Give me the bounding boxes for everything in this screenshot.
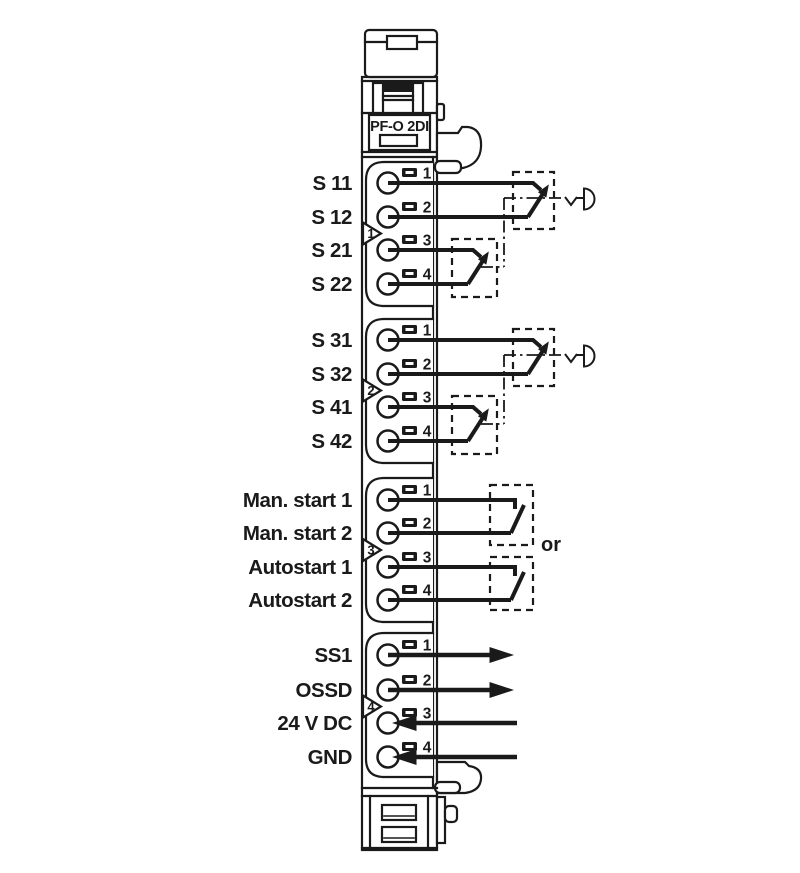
terminal-number: 2 [423, 357, 432, 374]
terminal-group-4: 4 1 SS1 2 OSSD 3 24 V DC 4 GND [277, 631, 435, 779]
terminal-opening [376, 711, 400, 735]
terminal-number: 2 [423, 200, 432, 217]
terminal-row: 4 Autostart 2 [248, 583, 432, 613]
terminal-label: S 21 [311, 239, 352, 262]
terminal-number: 3 [423, 390, 432, 407]
contact-blade [509, 571, 526, 601]
start-circuit: or [388, 483, 561, 612]
contact-blade [509, 504, 526, 534]
terminal-number: 3 [423, 706, 432, 723]
contact-blade [466, 251, 489, 286]
terminal-number: 1 [423, 638, 432, 655]
terminal-label: S 32 [311, 363, 352, 386]
contact-enclosure [511, 327, 556, 388]
terminal-label: S 42 [311, 430, 352, 453]
module-label: PF-O 2DI [370, 119, 429, 135]
terminal-label: SS1 [314, 644, 352, 667]
terminal-label: S 41 [311, 396, 352, 419]
din-rail-clip [363, 28, 439, 79]
terminal-number: 4 [423, 424, 432, 441]
terminal-label: S 22 [311, 273, 352, 296]
terminal-label: Autostart 1 [248, 556, 352, 579]
terminal-row: 1 SS1 [314, 638, 431, 668]
contact-blade [526, 341, 549, 376]
contact-enclosure [511, 170, 556, 231]
terminal-number: 1 [423, 483, 432, 500]
terminal-row: 1 Man. start 1 [243, 483, 432, 513]
group-marker-triangle [361, 377, 384, 404]
terminal-label: S 11 [313, 172, 352, 195]
module-label-plate: PF-O 2DI [360, 113, 439, 159]
release-latch [360, 79, 446, 122]
terminal-number: 2 [423, 516, 432, 533]
terminal-label: GND [308, 746, 352, 769]
terminal-number: 3 [423, 550, 432, 567]
terminal-label: Man. start 1 [243, 489, 352, 512]
contact-enclosure [450, 394, 499, 456]
terminal-label: Autostart 2 [248, 589, 352, 612]
terminal-number: 4 [423, 583, 432, 600]
group-number: 2 [367, 383, 374, 398]
estop-actuator-symbol [564, 344, 596, 368]
terminal-row: 1 S 11 [313, 166, 432, 196]
safety-input-circuit-2 [388, 327, 596, 456]
or-label: or [541, 534, 561, 556]
group-number: 3 [367, 543, 374, 558]
terminal-label: OSSD [296, 679, 353, 702]
bottom-end-cap [360, 786, 459, 850]
signal-power-circuit [388, 647, 517, 765]
terminal-group-2: 2 1 S 31 2 S 32 3 S 41 4 S 42 [311, 317, 435, 465]
upper-hook [433, 125, 483, 175]
wire-autostart-1 [388, 565, 517, 576]
group-marker-triangle [361, 220, 384, 247]
contact-blade [466, 408, 489, 443]
button-enclosure [488, 555, 535, 612]
terminal-label: S 31 [311, 329, 352, 352]
terminal-label: 24 V DC [277, 712, 352, 735]
terminal-number: 1 [423, 323, 432, 340]
contact-blade [526, 184, 549, 219]
terminal-group-1: 1 1 S 11 2 S 12 3 S 21 4 S 22 [311, 160, 435, 308]
terminal-row: 2 OSSD [296, 673, 432, 703]
estop-actuator-symbol [564, 187, 596, 211]
terminal-group-3: 3 1 Man. start 1 2 Man. start 2 3 Autost… [243, 476, 435, 624]
button-enclosure [488, 483, 535, 547]
group-marker-triangle [361, 693, 384, 720]
group-number: 1 [367, 226, 374, 241]
group-number: 4 [367, 699, 375, 714]
lower-hook [433, 760, 483, 795]
terminal-opening [376, 745, 400, 769]
wire-man-start-1 [388, 498, 517, 509]
terminal-label: S 12 [311, 206, 352, 229]
terminal-label: Man. start 2 [243, 522, 352, 545]
terminal-number: 1 [423, 166, 432, 183]
safety-input-circuit-1 [388, 170, 596, 299]
terminal-row: 3 S 41 [311, 390, 431, 420]
contact-enclosure [450, 237, 499, 299]
terminal-number: 3 [423, 233, 432, 250]
terminal-number: 4 [423, 267, 432, 284]
terminal-number: 4 [423, 740, 432, 757]
group-marker-triangle [361, 537, 384, 563]
terminal-number: 2 [423, 673, 432, 690]
terminal-row: 3 Autostart 1 [248, 550, 432, 580]
